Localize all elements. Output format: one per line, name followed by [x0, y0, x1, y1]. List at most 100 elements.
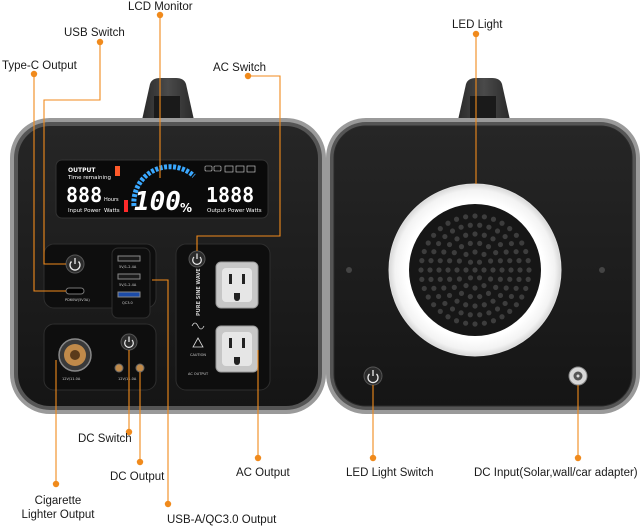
- speaker-hole: [477, 240, 483, 247]
- speaker-hole: [516, 258, 522, 264]
- dc-input-port[interactable]: [568, 366, 588, 386]
- speaker-hole: [508, 267, 514, 273]
- speaker-hole: [458, 244, 465, 250]
- speaker-hole: [493, 284, 499, 290]
- type-c-port[interactable]: [65, 287, 85, 295]
- speaker-hole: [502, 300, 508, 307]
- callout-usb-a-qc-output: USB-A/QC3.0 Output: [167, 514, 277, 526]
- speaker-hole: [442, 300, 448, 307]
- speaker-hole: [487, 276, 494, 282]
- lcd-output-digits: 1888: [206, 183, 254, 207]
- sine-wave-icon: [191, 322, 205, 330]
- speaker-holes: [418, 213, 532, 327]
- speaker-hole: [481, 232, 487, 238]
- speaker-hole: [453, 318, 460, 324]
- speaker-hole: [458, 290, 465, 296]
- speaker-hole: [431, 302, 437, 308]
- lcd-hours-label: Hours: [104, 197, 119, 203]
- speaker-hole: [523, 248, 529, 255]
- lcd-percent-value: 100: [134, 187, 181, 217]
- usb-switch-button[interactable]: [65, 254, 85, 274]
- ac-outlet-2[interactable]: [215, 325, 259, 373]
- usb-qc-port[interactable]: [117, 291, 141, 298]
- callout-cigarette-lighter-output: Cigarette Lighter Output: [12, 494, 104, 523]
- dc-output-port-1[interactable]: [114, 363, 124, 373]
- speaker-hole: [487, 258, 494, 264]
- callout-cigarette-line1: Cigarette: [34, 495, 82, 507]
- callout-ac-switch: AC Switch: [213, 62, 267, 74]
- speaker-hole: [526, 267, 532, 273]
- dc-switch-button[interactable]: [120, 333, 138, 351]
- speaker-hole: [463, 320, 469, 326]
- speaker-hole: [428, 258, 434, 264]
- lcd-percent-sign: %: [180, 201, 192, 215]
- speaker-hole: [463, 282, 469, 289]
- speaker-hole: [454, 267, 460, 273]
- speaker-hole: [485, 244, 492, 250]
- callout-led-light-switch: LED Light Switch: [346, 467, 434, 479]
- dc-port-label: 12V/11.0A: [118, 377, 137, 381]
- speaker-hole: [513, 232, 519, 238]
- speaker-hole: [453, 216, 460, 222]
- speaker-hole: [508, 240, 515, 247]
- speaker-hole: [441, 285, 447, 291]
- speaker-hole: [513, 302, 519, 308]
- left-unit: OUTPUT Time remaining 888 Hours Input Po…: [10, 78, 326, 414]
- speaker-hole: [463, 251, 469, 258]
- lcd-watts-left-label: Watts: [104, 208, 120, 214]
- usb-a-port-1-label: 5V/1-2.4A: [119, 265, 137, 269]
- speaker-hole: [523, 285, 529, 292]
- speaker-hole: [481, 302, 487, 308]
- speaker-hole: [472, 285, 478, 291]
- lcd-output-label: OUTPUT: [68, 167, 96, 174]
- ac-output-small-label: AC OUTPUT: [188, 372, 209, 376]
- speaker-hole: [431, 285, 437, 291]
- lcd-time-digits: 888: [66, 183, 102, 207]
- cigarette-lighter-port[interactable]: [58, 338, 92, 372]
- speaker-hole: [451, 250, 457, 256]
- speaker-hole: [446, 241, 453, 248]
- usb-a-port-2[interactable]: [117, 273, 141, 280]
- speaker-hole: [516, 276, 522, 282]
- speaker-hole: [472, 303, 478, 309]
- speaker-hole: [476, 275, 483, 281]
- callout-usb-switch: USB Switch: [64, 27, 125, 39]
- speaker-hole: [421, 248, 427, 255]
- speaker-hole: [451, 284, 457, 290]
- speaker-hole: [463, 302, 469, 308]
- speaker-hole: [467, 293, 473, 300]
- speaker-hole: [458, 310, 464, 316]
- speaker-hole: [481, 214, 487, 220]
- speaker-hole: [490, 267, 496, 273]
- speaker-hole: [428, 276, 434, 282]
- speaker-hole: [445, 267, 451, 273]
- led-light-switch-button[interactable]: [363, 366, 383, 386]
- speaker-hole: [419, 276, 425, 282]
- speaker-hole: [454, 298, 460, 304]
- speaker-hole: [437, 226, 443, 232]
- speaker-hole: [421, 285, 427, 292]
- speaker-hole: [456, 276, 463, 282]
- speaker-hole: [519, 294, 525, 300]
- speaker-hole: [447, 276, 453, 282]
- speaker-hole: [476, 259, 483, 265]
- speaker-hole: [507, 308, 513, 314]
- usb-a-port-1[interactable]: [117, 255, 141, 262]
- speaker-hole: [445, 220, 451, 226]
- callout-cigarette-line2: Lighter Output: [21, 509, 95, 522]
- speaker-hole: [519, 240, 525, 246]
- speaker-hole: [477, 293, 483, 300]
- cigarette-port-label: 12V/11.0A: [62, 377, 81, 381]
- speaker-hole: [486, 310, 492, 316]
- speaker-hole: [507, 226, 513, 232]
- ac-outlet-1[interactable]: [215, 261, 259, 309]
- dc-output-port-2[interactable]: [135, 363, 145, 373]
- speaker-hole: [486, 224, 492, 230]
- speaker-hole: [525, 258, 531, 264]
- pure-sine-wave-label: PURE SINE WAVE: [196, 268, 202, 316]
- warning-icon: [192, 337, 204, 348]
- speaker-hole: [477, 312, 483, 318]
- ac-switch-button[interactable]: [188, 250, 206, 268]
- speaker-hole: [507, 276, 513, 282]
- speaker-hole: [437, 258, 443, 264]
